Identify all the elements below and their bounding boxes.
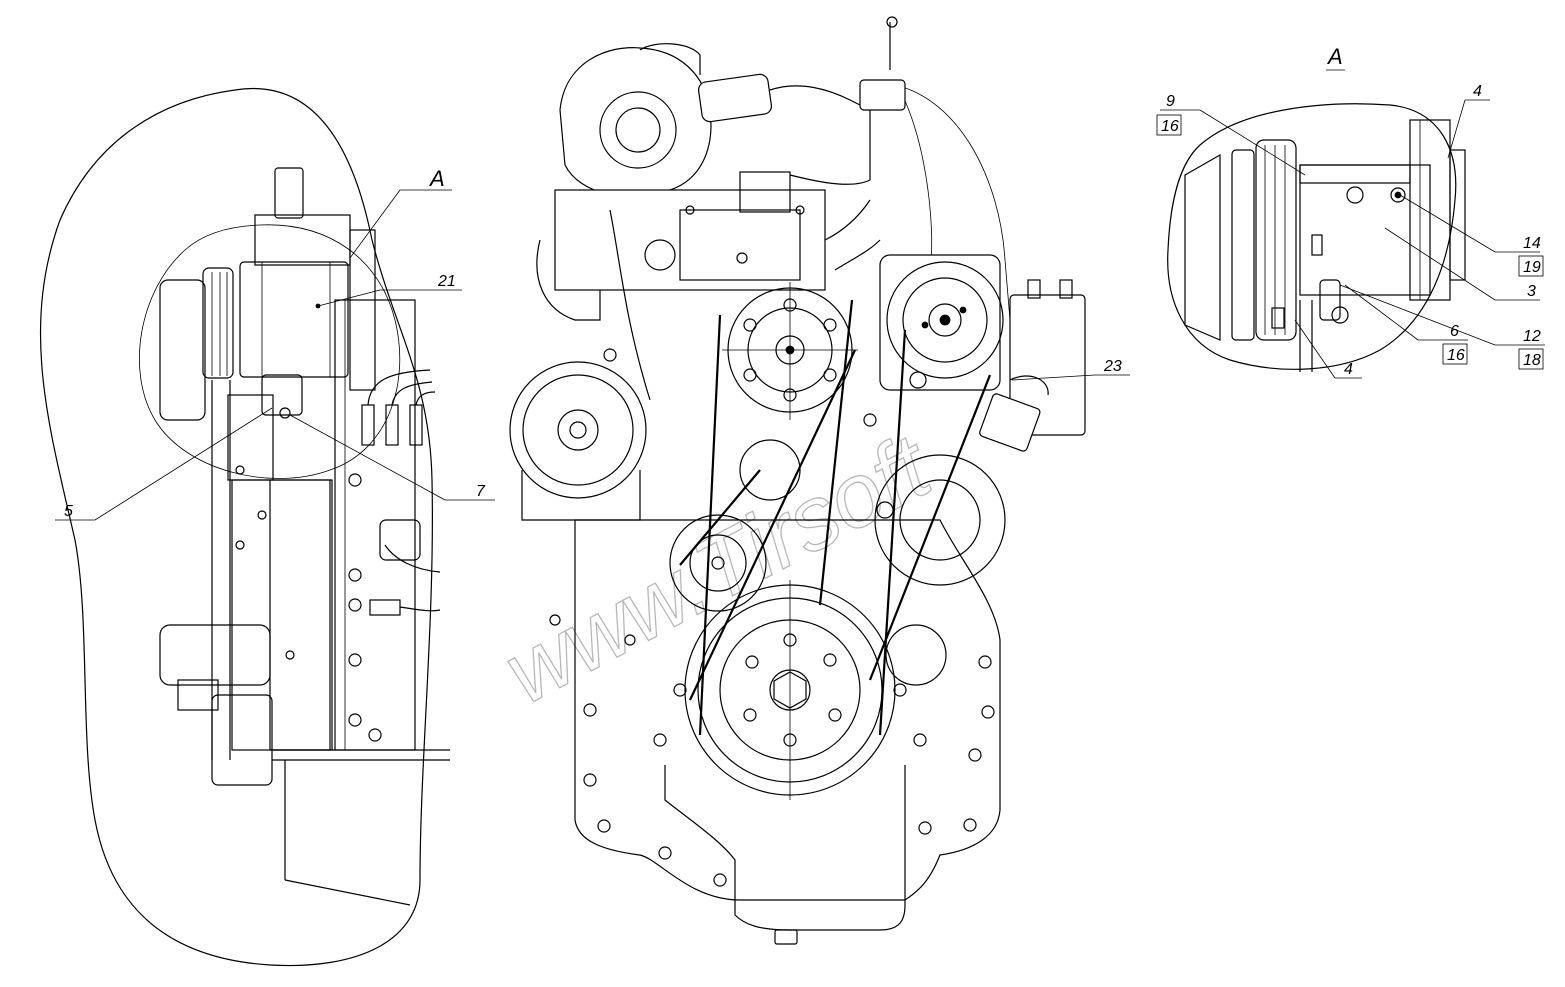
callout-5: 5 xyxy=(64,503,73,520)
callout-3: 3 xyxy=(1527,283,1536,300)
callout-9: 9 xyxy=(1166,93,1175,110)
turbocharger xyxy=(559,47,712,198)
oil-pan xyxy=(664,765,906,931)
engine-front-plate xyxy=(574,519,1001,901)
cylinder-head xyxy=(554,189,826,291)
left-view-boundary xyxy=(39,87,433,967)
left-pulley-hub xyxy=(159,279,206,421)
drive-belts xyxy=(679,299,992,736)
detail-view-a: A 9 16 4 14 xyxy=(1156,44,1545,379)
callout-6: 6 xyxy=(1450,323,1459,340)
callout-16b: 16 xyxy=(1447,347,1465,364)
fuel-fittings xyxy=(361,369,436,446)
tensioner-pulley xyxy=(669,514,767,612)
alternator xyxy=(509,361,647,521)
callout-4-top: 4 xyxy=(1473,83,1482,100)
left-side-view: A 21 5 7 xyxy=(39,87,495,967)
callout-14: 14 xyxy=(1523,235,1541,252)
callout-16a: 16 xyxy=(1161,118,1179,135)
left-section-label: A xyxy=(428,166,445,191)
detail-boundary xyxy=(1167,103,1457,370)
detail-compressor xyxy=(1299,164,1431,296)
center-front-view: 23 xyxy=(509,16,1130,945)
callout-18: 18 xyxy=(1523,352,1541,369)
callout-19: 19 xyxy=(1523,259,1541,276)
left-pulley-outer xyxy=(202,267,234,379)
callout-7: 7 xyxy=(476,483,486,500)
callout-21: 21 xyxy=(437,273,456,290)
detail-title: A xyxy=(1326,44,1343,69)
callout-23: 23 xyxy=(1103,358,1122,375)
water-pump-hub xyxy=(722,282,858,420)
callout-4-bottom: 4 xyxy=(1344,361,1353,378)
callout-12: 12 xyxy=(1523,328,1541,345)
ac-compressor xyxy=(879,254,1086,452)
crankshaft-pulley xyxy=(684,580,896,800)
detail-circle-a xyxy=(139,224,401,479)
left-compressor-body xyxy=(239,261,349,378)
